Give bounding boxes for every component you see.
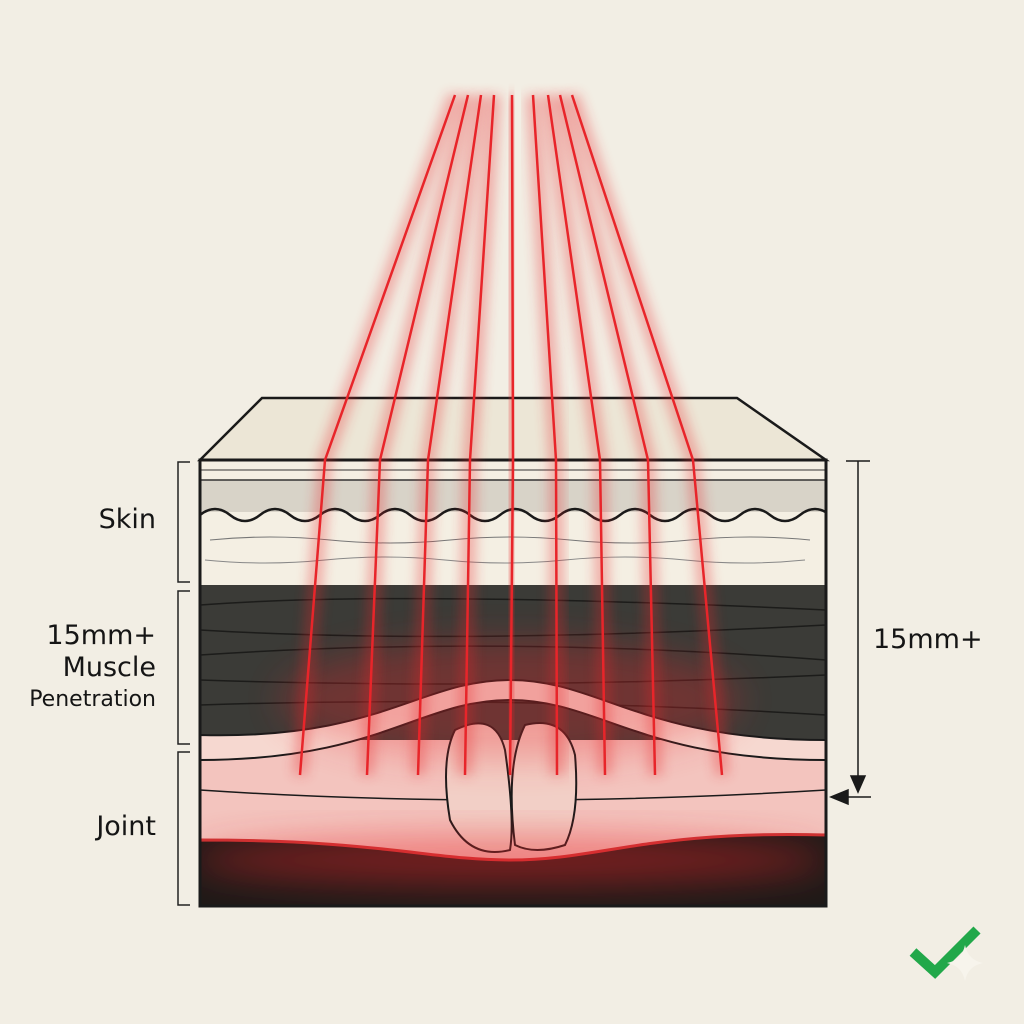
- light-beams: [293, 92, 729, 776]
- depth-dimension: [829, 460, 871, 806]
- layer-brackets: [177, 461, 190, 906]
- joint-bracket: [177, 751, 190, 906]
- muscle-label-depth: 15mm+: [46, 620, 156, 651]
- joint-label: Joint: [96, 811, 156, 842]
- muscle-label-penetration: Penetration: [29, 687, 156, 712]
- depth-label: 15mm+: [873, 624, 983, 655]
- muscle-label-muscle: Muscle: [62, 652, 156, 683]
- muscle-label: 15mm+ Muscle Penetration: [29, 620, 156, 716]
- light-beam: [531, 94, 559, 776]
- skin-wavy-line: [200, 507, 826, 523]
- skin-bracket: [177, 461, 190, 583]
- skin-label: Skin: [98, 504, 156, 535]
- light-beam: [463, 94, 496, 776]
- light-beam: [416, 94, 483, 776]
- light-beam: [298, 94, 457, 776]
- light-beam: [558, 94, 657, 776]
- block-front-face: [200, 460, 826, 906]
- check-icon: [909, 926, 983, 981]
- light-beam: [365, 94, 470, 776]
- light-beam: [508, 94, 515, 776]
- light-beam: [546, 94, 607, 776]
- light-beam: [570, 94, 724, 776]
- muscle-bracket: [177, 590, 190, 745]
